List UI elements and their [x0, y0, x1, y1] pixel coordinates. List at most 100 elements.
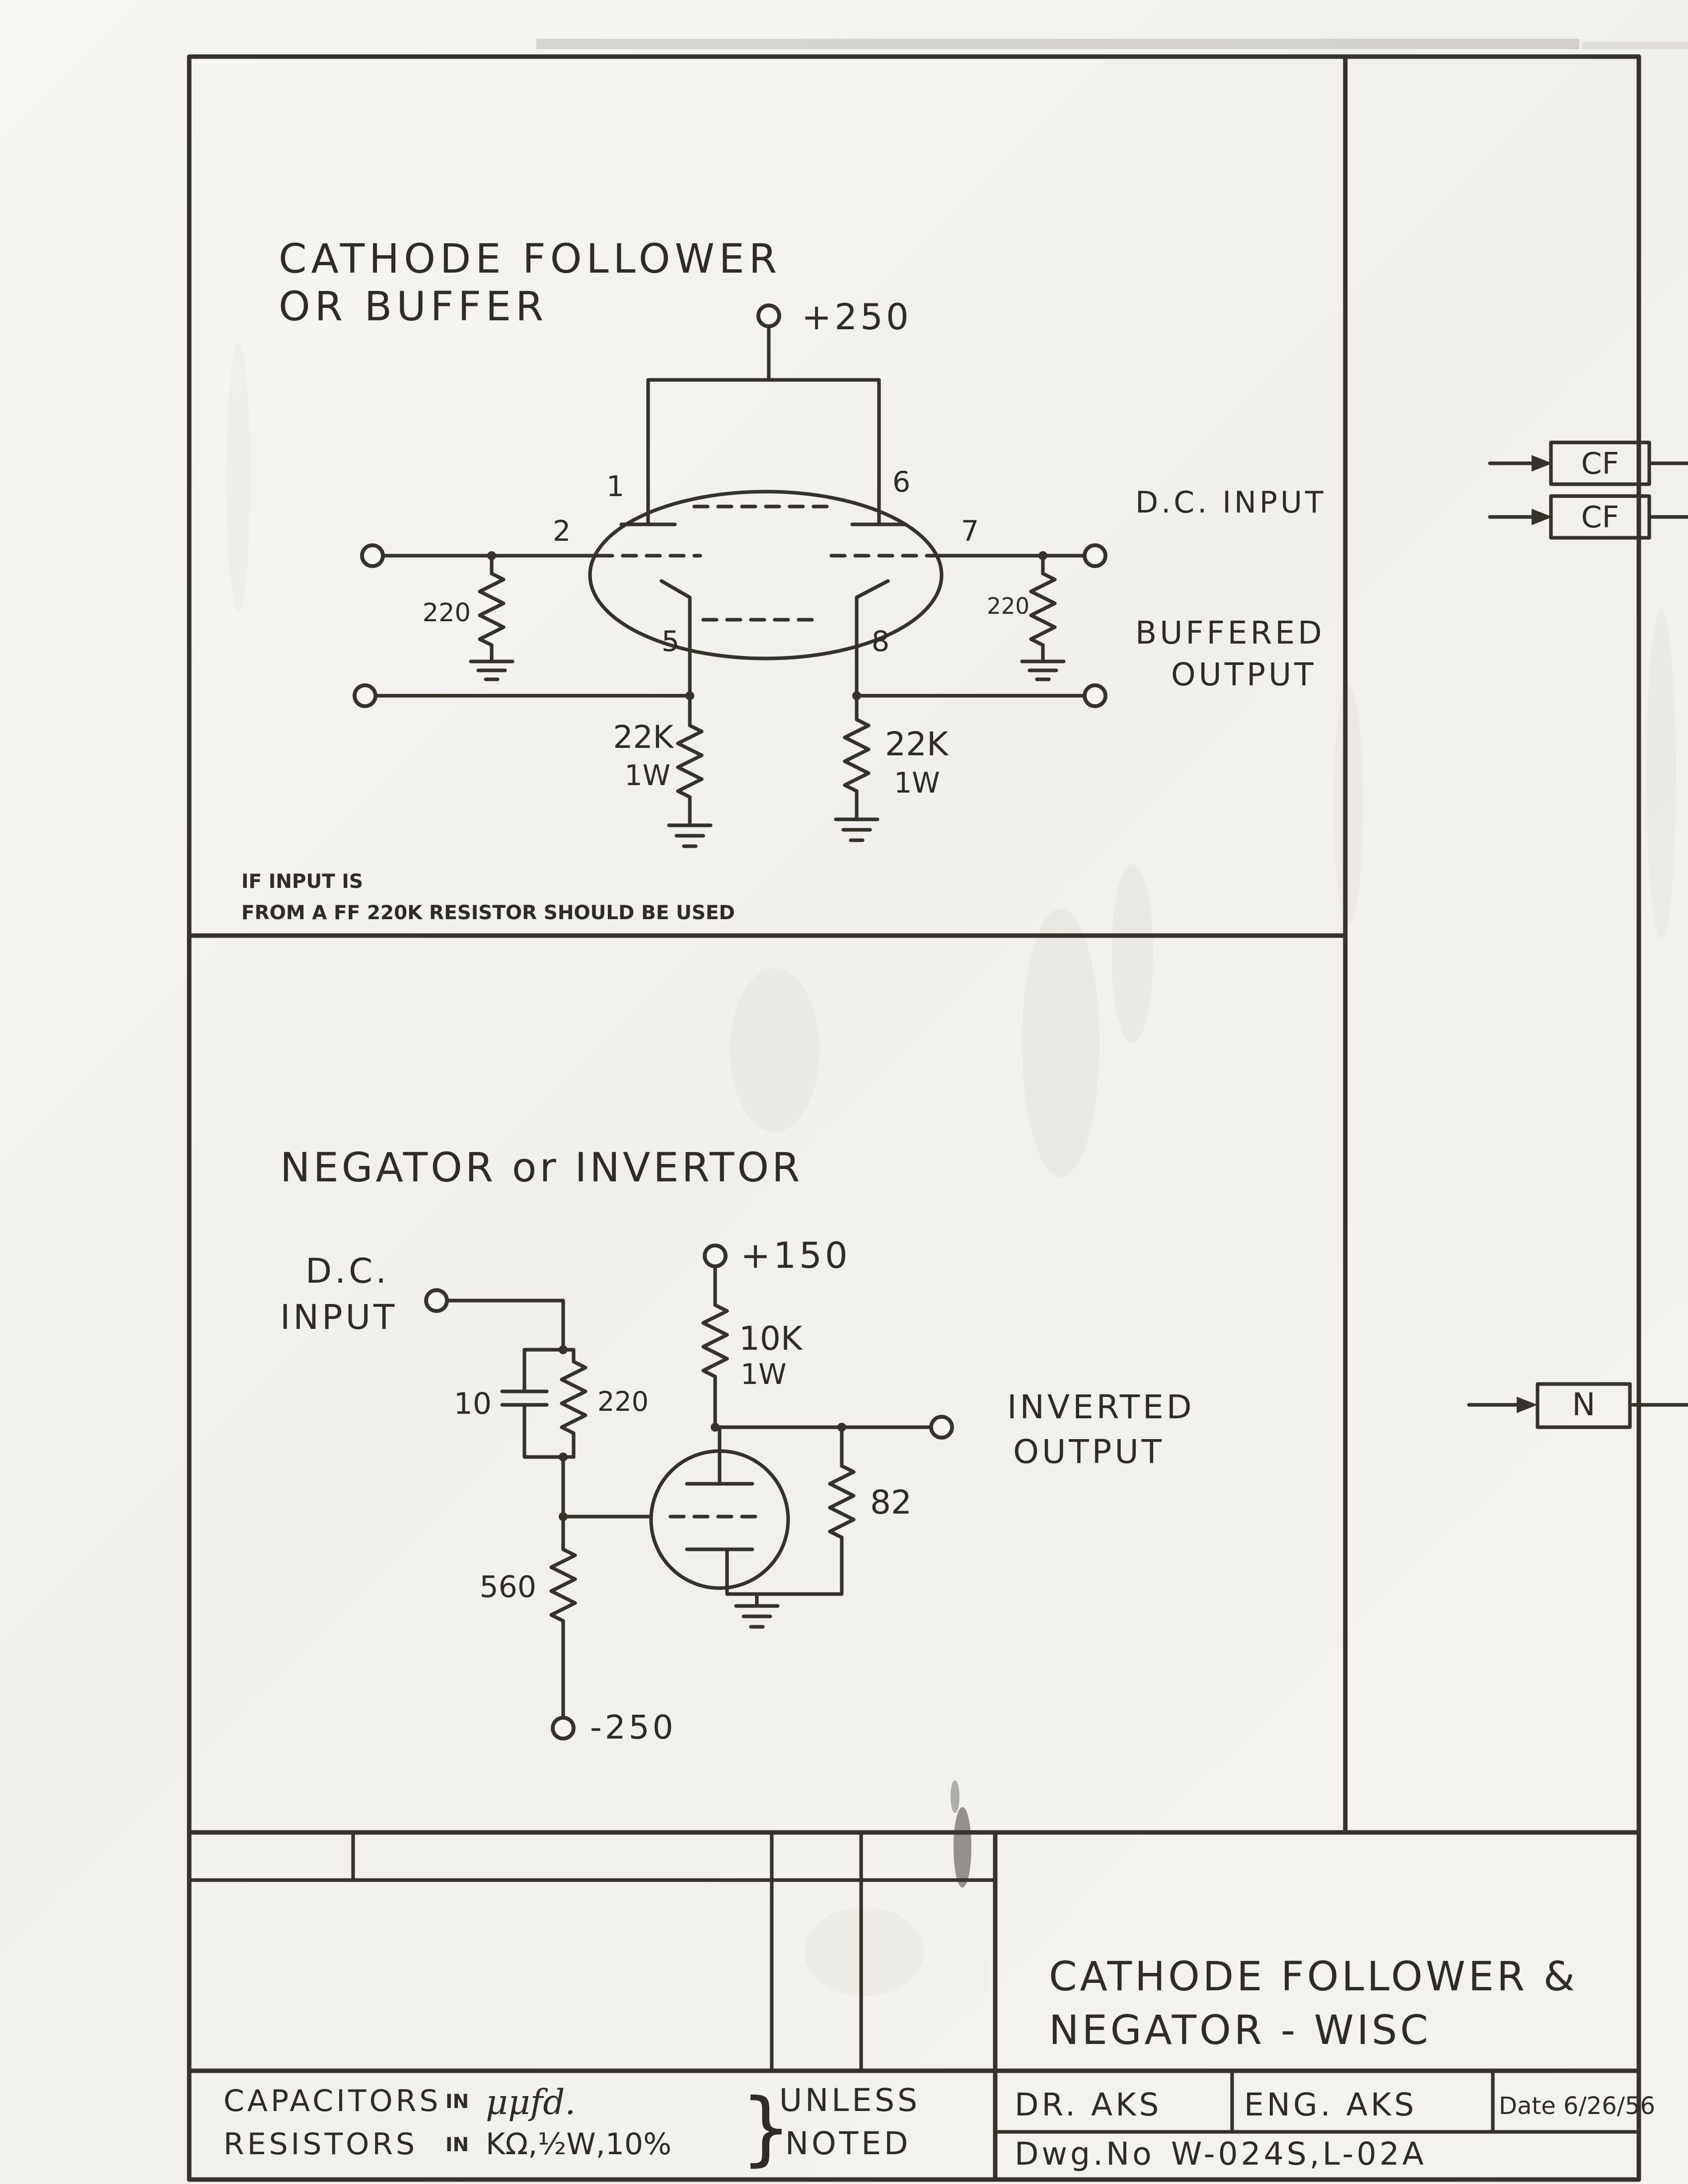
plate-resistor-value: 10K [739, 1319, 803, 1358]
tube-inner-dashes [692, 505, 839, 622]
bias-resistor-value: 560 [479, 1570, 536, 1604]
negator-dc-label-line2: INPUT [280, 1298, 397, 1337]
units-note: CAPACITORS IN μμfd. RESISTORS IN KΩ,½W,1… [223, 2082, 920, 2175]
speedup-capacitor [500, 1348, 549, 1459]
negator-dc-label-line1: D.C. [305, 1251, 389, 1291]
dc-input-label: D.C. INPUT [1135, 485, 1326, 520]
unless-label: UNLESS [779, 2082, 920, 2118]
right-output-terminal [1083, 683, 1107, 708]
buffered-output-label-line1: BUFFERED [1135, 615, 1325, 651]
negator-arrow-in-head [1517, 1396, 1538, 1413]
triode-plate [685, 1425, 754, 1486]
cathode-follower-section: CATHODE FOLLOWER OR BUFFER +250 1 6 2 7 … [241, 236, 1326, 924]
cf-symbol-1: CF [1488, 440, 1688, 486]
right-cathode-resistor: 22K 1W [834, 656, 949, 842]
inverted-output-label-line1: INVERTED [1007, 1388, 1195, 1426]
grid-resistor [560, 1348, 587, 1459]
left-cathode-resistor-value: 22K [613, 719, 674, 755]
negative-supply-label: -250 [590, 1708, 676, 1747]
pin-5-label: 5 [661, 625, 679, 658]
negator-input-terminal [424, 1288, 449, 1313]
dwg-number-label: Dwg.No [1015, 2136, 1155, 2172]
pin-6-label: 6 [892, 466, 910, 499]
cf2-arrow-in-head [1532, 509, 1552, 525]
right-cathode-resistor-value: 22K [885, 725, 949, 763]
cf1-arrow-in-head [1532, 455, 1552, 472]
cathode-resistor: 82 [828, 1425, 912, 1596]
speedup-capacitor-value: 10 [454, 1386, 492, 1421]
right-grid-ground-icon [1020, 651, 1066, 681]
negator-box [1536, 1382, 1632, 1429]
left-input-terminal [360, 543, 385, 568]
plate-resistor-watt: 1W [740, 1358, 787, 1391]
cathode-follower-title-line1: CATHODE FOLLOWER [279, 236, 781, 283]
right-grid-resistor: 220 [987, 554, 1066, 681]
right-grid-resistor-label: 220 [987, 593, 1029, 619]
negator-section: NEGATOR or INVERTOR D.C. INPUT 10 220 56… [280, 1145, 1195, 1747]
buffered-output-label-line2: OUTPUT [1171, 656, 1317, 693]
resistors-in: IN [445, 2134, 469, 2156]
negator-input-lead [445, 1299, 565, 1352]
inverted-output-terminal [929, 1415, 954, 1440]
bias-resistor: 560 [479, 1455, 577, 1720]
inverted-output-label-line2: OUTPUT [1013, 1433, 1165, 1471]
grid-resistor-value: 220 [597, 1386, 649, 1417]
resistors-unit: KΩ,½W,10% [486, 2127, 671, 2162]
plate-supply-terminal [756, 303, 781, 328]
noted-label: NOTED [785, 2125, 911, 2162]
capacitors-in: IN [445, 2091, 469, 2113]
triode-cathode [685, 1547, 754, 1596]
drawn-by: DR. AKS [1015, 2087, 1162, 2123]
logic-symbol-column: CF CF N [1467, 440, 1688, 1429]
right-cathode-ground-icon [834, 817, 880, 842]
left-table-columns [770, 1830, 863, 2073]
positive-supply-label: +150 [740, 1235, 851, 1276]
pin-8-label: 8 [872, 625, 889, 658]
negator-label: N [1572, 1386, 1595, 1423]
plate-resistor: 10K 1W [701, 1264, 803, 1429]
dwg-number-value: W-024S,L-02A [1171, 2136, 1427, 2172]
pin-2-label: 2 [553, 515, 571, 548]
negator-triode-tube [561, 1425, 790, 1596]
note-brace: } [740, 2082, 792, 2175]
title-block: CATHODE FOLLOWER & NEGATOR - WISC DR. AK… [187, 1830, 1655, 2182]
plate-supply-label: +250 [802, 296, 912, 338]
left-output-terminal [353, 683, 377, 708]
positive-supply-terminal [703, 1243, 728, 1268]
drawing-title-line2: NEGATOR - WISC [1049, 2007, 1431, 2054]
pin-1-label: 1 [606, 470, 624, 503]
plate-supply-rail [646, 324, 881, 526]
cf1-label: CF [1581, 446, 1619, 481]
left-cathode-resistor-watt: 1W [624, 759, 670, 792]
negator-ground-icon [734, 1592, 780, 1629]
left-grid-ground-icon [469, 651, 514, 681]
input-rc-network: 10 220 [454, 1348, 649, 1459]
pin-7-label: 7 [961, 515, 979, 548]
capacitors-unit: μμfd. [486, 2083, 576, 2122]
left-cathode-resistor: 22K 1W [613, 656, 713, 848]
dual-triode-tube [588, 490, 944, 660]
credit-row-dividers [1230, 2069, 1495, 2134]
cathode-resistor-value: 82 [870, 1483, 912, 1522]
negative-supply-terminal [551, 1716, 576, 1741]
cathode-follower-title-line2: OR BUFFER [279, 284, 548, 330]
resistors-label: RESISTORS [223, 2127, 418, 2162]
tube-cathodes [660, 579, 890, 660]
left-grid-resistor: 220 [423, 554, 514, 681]
left-grid-resistor-label: 220 [423, 598, 471, 628]
ff-note-line2: FROM A FF 220K RESISTOR SHOULD BE USED [241, 902, 735, 924]
right-cathode-resistor-watt: 1W [894, 767, 940, 800]
engineer: ENG. AKS [1244, 2087, 1417, 2123]
right-input-terminal [1083, 543, 1107, 568]
capacitors-label: CAPACITORS [223, 2084, 441, 2118]
scan-artifacts [226, 39, 1688, 1996]
drawing-title-line1: CATHODE FOLLOWER & [1049, 1954, 1578, 2000]
cf-symbol-2: CF [1488, 494, 1688, 540]
ff-note-line1: IF INPUT IS [241, 871, 363, 893]
left-cathode-ground-icon [667, 823, 713, 848]
negator-title: NEGATOR or INVERTOR [280, 1145, 803, 1191]
cf2-label: CF [1581, 500, 1619, 535]
negator-symbol: N [1467, 1382, 1688, 1429]
